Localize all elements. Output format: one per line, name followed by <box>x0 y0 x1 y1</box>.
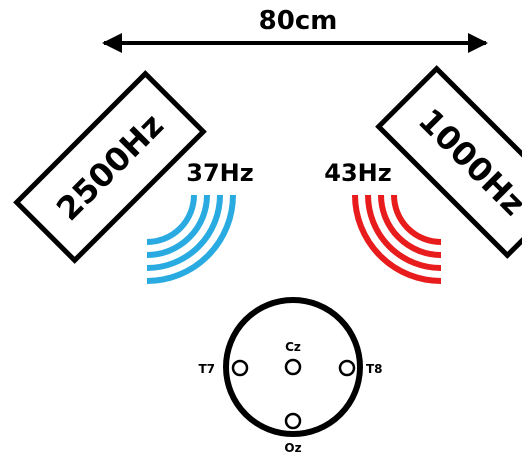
left-speaker-box <box>13 70 207 264</box>
electrode-oz <box>284 412 302 430</box>
distance-label: 80cm <box>259 6 338 36</box>
electrode-t7 <box>231 359 249 377</box>
left-wave-arc-1 <box>146 194 210 258</box>
right-sound-waves <box>352 194 442 284</box>
electrode-cz-label: Cz <box>285 340 301 354</box>
left-wave-arc-3 <box>146 194 236 284</box>
electrode-oz-label: Oz <box>284 441 301 455</box>
right-wave-arc-1 <box>378 194 442 258</box>
electrode-t7-label: T7 <box>198 362 215 376</box>
electrode-t8-label: T8 <box>366 362 383 376</box>
head-outline <box>223 297 363 437</box>
right-speaker-box <box>375 65 522 259</box>
right-modulation-label: 43Hz <box>324 159 391 187</box>
electrode-t8 <box>338 359 356 377</box>
left-sound-waves <box>146 194 236 284</box>
right-wave-arc-4 <box>391 194 442 245</box>
left-wave-arc-4 <box>146 194 197 245</box>
electrode-cz <box>284 358 302 376</box>
left-modulation-label: 37Hz <box>186 159 253 187</box>
right-speaker: 1000Hz <box>375 65 522 259</box>
head-diagram: Cz T7 T8 Oz <box>198 297 383 455</box>
right-wave-arc-2 <box>365 194 442 271</box>
left-wave-arc-2 <box>146 194 223 271</box>
right-wave-arc-3 <box>352 194 442 284</box>
